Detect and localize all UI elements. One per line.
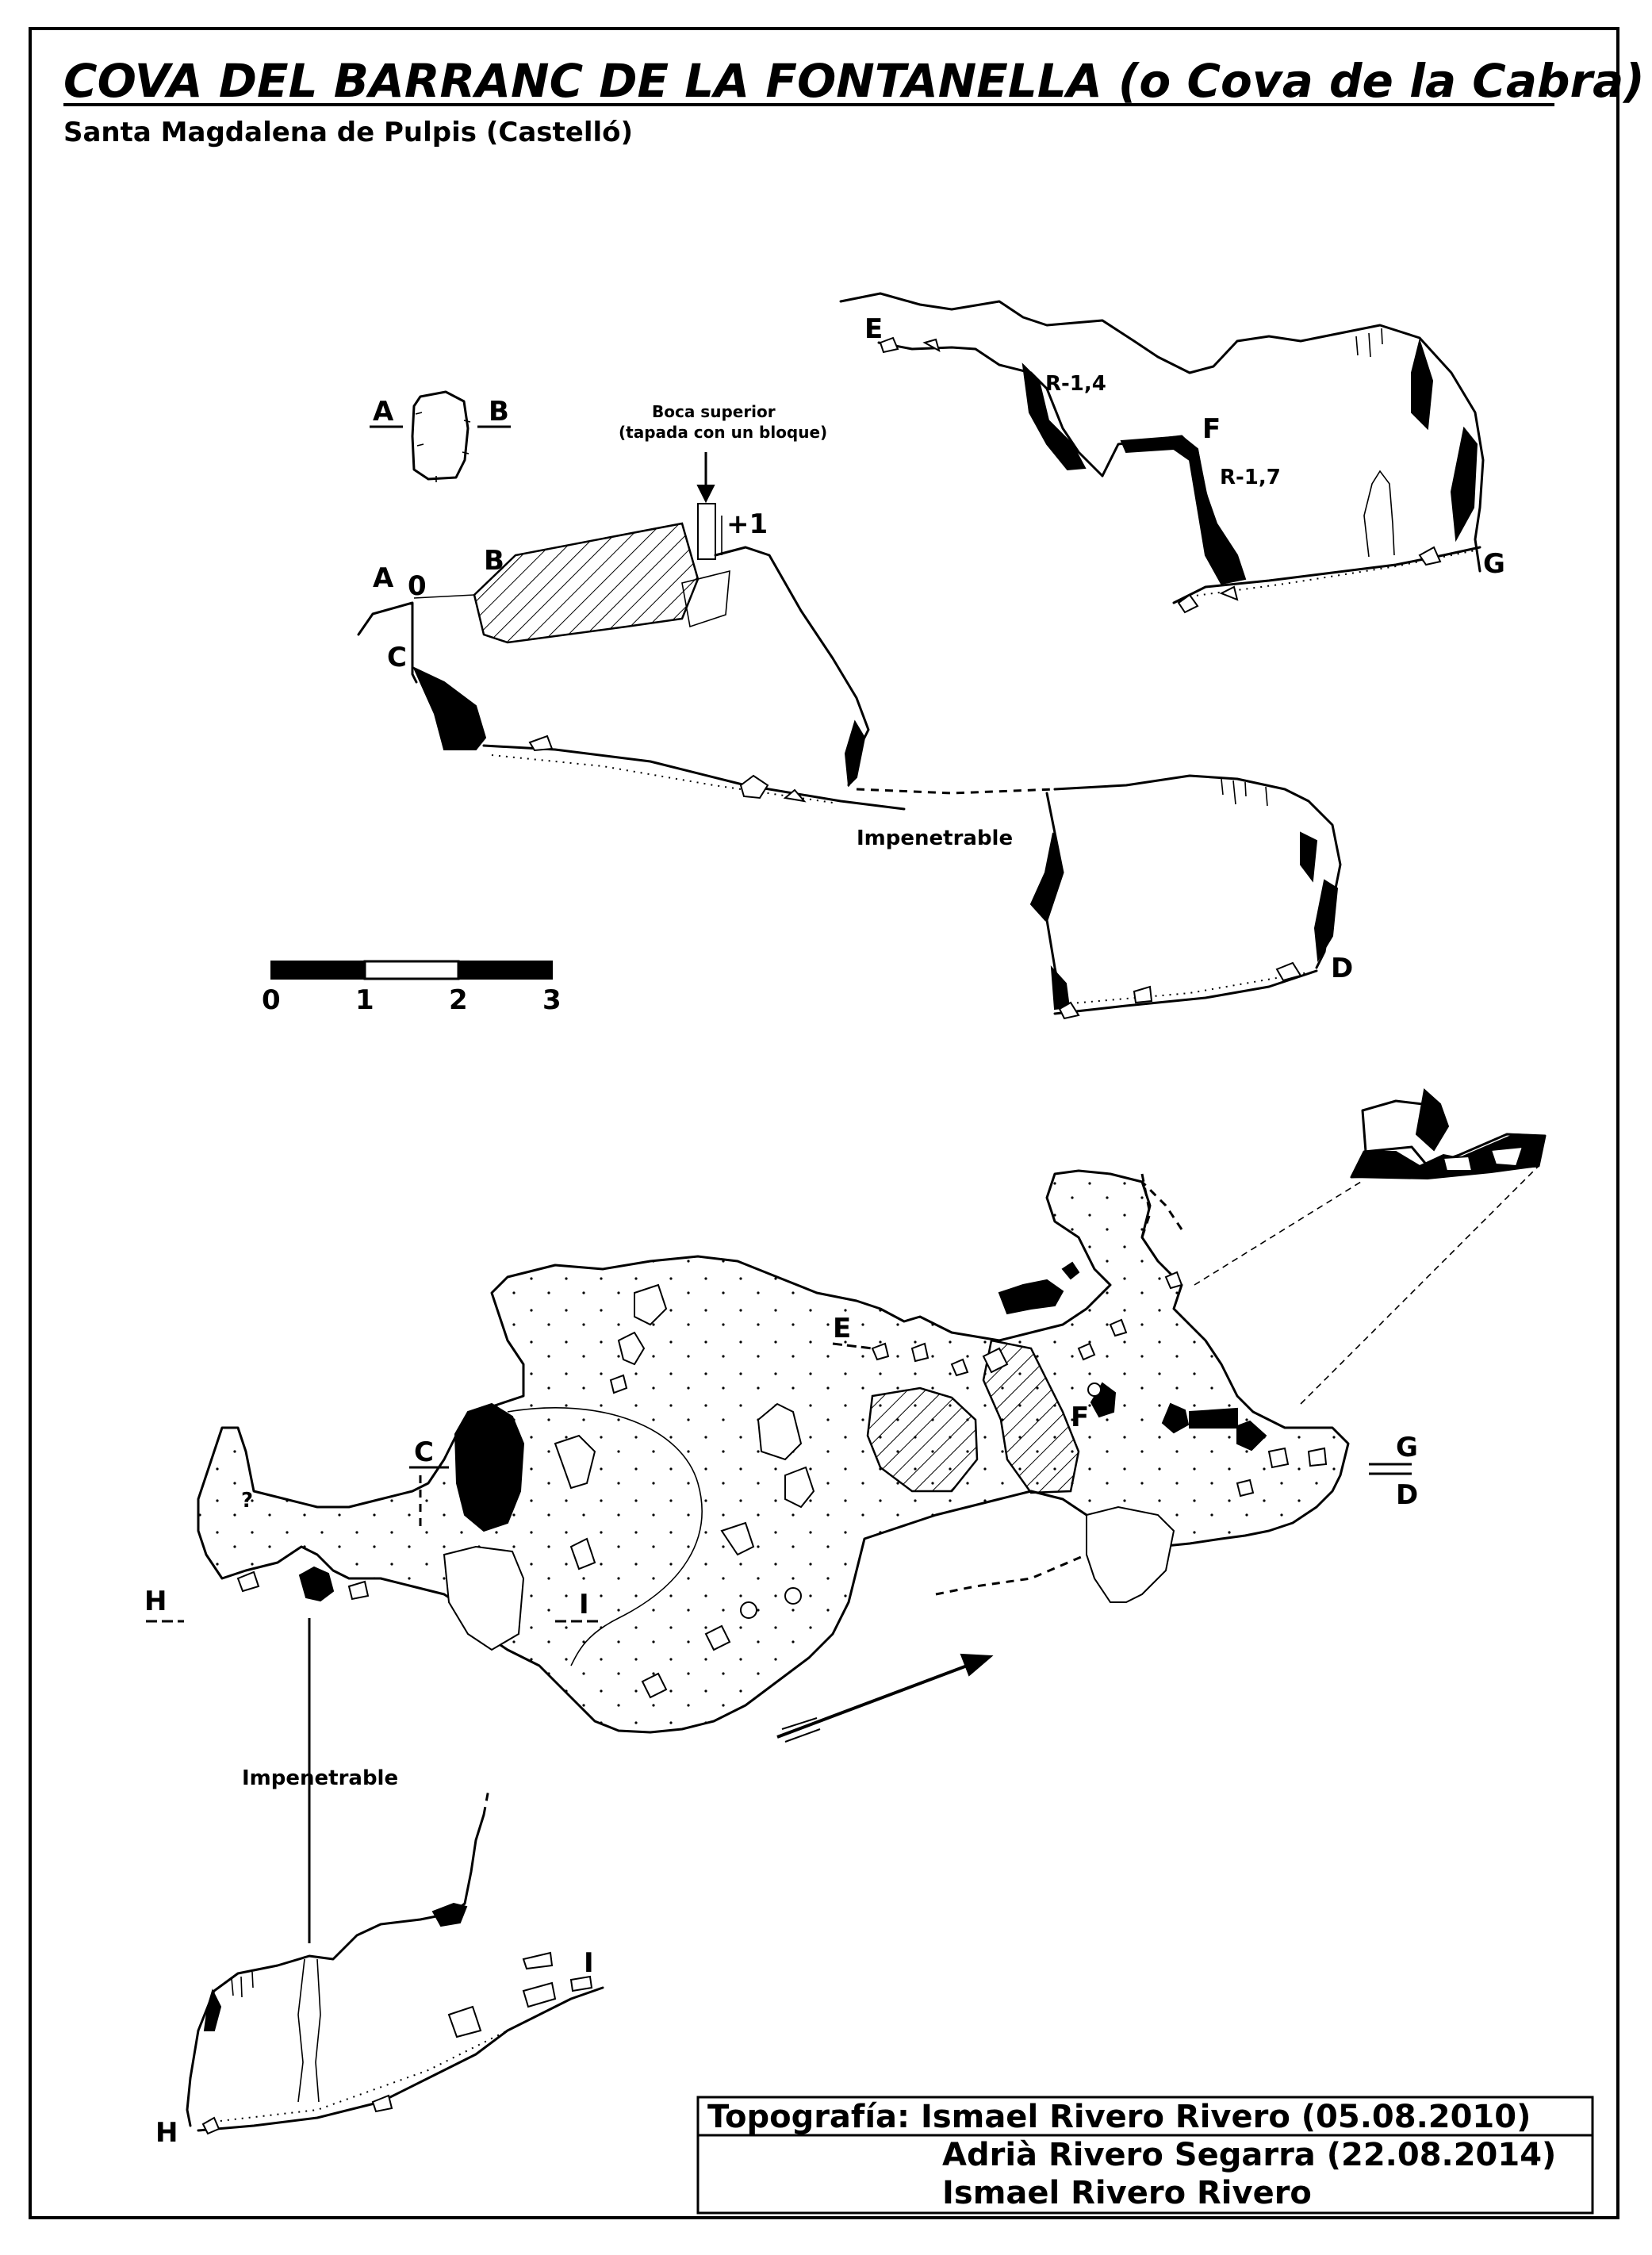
label-i-profile: I bbox=[584, 1947, 594, 1979]
plan-view: E F C H I ? G D bbox=[144, 1169, 1418, 1743]
note-boca-superior: Boca superior bbox=[652, 402, 776, 421]
label-f-profile: F bbox=[1202, 413, 1221, 445]
label-d-plan: D bbox=[1396, 1479, 1418, 1511]
note-tapada-bloque: (tapada con un bloque) bbox=[619, 423, 827, 442]
label-c-plan: C bbox=[414, 1436, 434, 1468]
plan-hatch-1 bbox=[866, 1386, 979, 1493]
page-title: COVA DEL BARRANC DE LA FONTANELLA (o Cov… bbox=[63, 54, 1645, 108]
profile-e-g: E F G R-1,4 R-1,7 bbox=[839, 292, 1505, 614]
hatched-slab bbox=[473, 522, 700, 644]
label-g-plan: G bbox=[1396, 1432, 1418, 1463]
label-g-profile: G bbox=[1483, 548, 1505, 580]
label-e-profile: E bbox=[864, 313, 883, 345]
scale-tick-3: 3 bbox=[542, 984, 562, 1016]
label-c-profile: C bbox=[387, 642, 407, 673]
scale-tick-0: 0 bbox=[262, 984, 281, 1016]
label-a-small: A bbox=[373, 396, 394, 428]
cross-section-a-b: A B bbox=[370, 390, 511, 482]
label-a-profile: A bbox=[373, 562, 394, 594]
label-question: ? bbox=[241, 1489, 253, 1513]
label-b-profile: B bbox=[484, 545, 504, 577]
credit-ismael: Ismael Rivero Rivero bbox=[942, 2175, 1312, 2211]
profile-a-d: Boca superior (tapada con un bloque) +1 … bbox=[357, 402, 1353, 1020]
credit-adria: Adrià Rivero Segarra (22.08.2014) bbox=[942, 2137, 1556, 2173]
label-e-plan: E bbox=[833, 1313, 851, 1344]
label-impenetrable-plan: Impenetrable bbox=[242, 1766, 398, 1790]
label-b-small: B bbox=[489, 396, 509, 428]
credits-box: Topografía: Ismael Rivero Rivero (05.08.… bbox=[696, 2096, 1594, 2215]
label-d-profile: D bbox=[1331, 953, 1353, 984]
label-i-plan: I bbox=[579, 1589, 589, 1620]
label-h-profile: H bbox=[155, 2117, 178, 2149]
label-impenetrable-profile: Impenetrable bbox=[857, 826, 1013, 850]
scale-tick-2: 2 bbox=[449, 984, 468, 1016]
note-r-1-4: R-1,4 bbox=[1045, 372, 1106, 396]
cross-section-g-d bbox=[1350, 1088, 1547, 1180]
label-h-plan: H bbox=[144, 1586, 167, 1617]
note-r-1-7: R-1,7 bbox=[1220, 466, 1281, 489]
label-plus-one: +1 bbox=[726, 508, 768, 540]
label-zero: 0 bbox=[408, 570, 427, 602]
profile-h-i: H I bbox=[155, 1789, 604, 2149]
label-f-plan: F bbox=[1071, 1402, 1089, 1433]
plan-black-column-c bbox=[454, 1402, 525, 1532]
credit-topografia: Topografía: Ismael Rivero Rivero (05.08.… bbox=[707, 2099, 1531, 2135]
scale-tick-1: 1 bbox=[355, 984, 374, 1016]
page-frame bbox=[29, 27, 1619, 2219]
scale-bar: 0 1 2 3 bbox=[262, 960, 562, 1016]
location-subtitle: Santa Magdalena de Pulpis (Castelló) bbox=[63, 117, 633, 148]
plan-hatch-2 bbox=[982, 1339, 1080, 1494]
